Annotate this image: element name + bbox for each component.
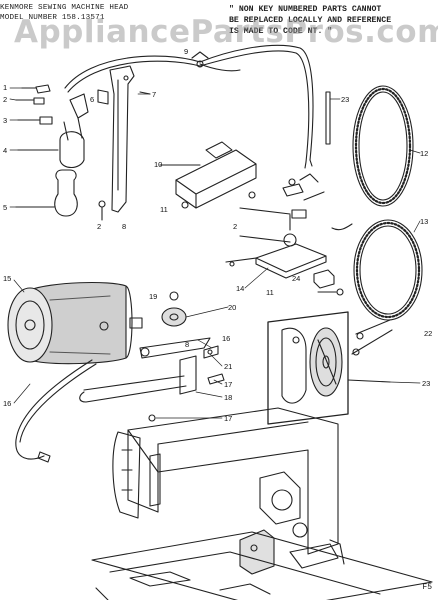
callout-10: 10 bbox=[154, 160, 163, 169]
lamp-socket-parts bbox=[15, 84, 106, 221]
parts-note-line1: " NON KEY NUMBERED PARTS CANNOT bbox=[229, 5, 382, 14]
callout-20: 20 bbox=[228, 303, 237, 312]
callout-2-right: 2 bbox=[233, 222, 238, 231]
belt-12 bbox=[352, 85, 414, 207]
speed-control-plate bbox=[225, 214, 353, 279]
light-bracket bbox=[97, 65, 151, 213]
callout-19: 19 bbox=[149, 292, 158, 301]
callout-7: 7 bbox=[152, 90, 157, 99]
rod-23 bbox=[325, 91, 331, 145]
callout-4: 4 bbox=[3, 146, 8, 155]
callout-16-upper: 16 bbox=[222, 334, 231, 343]
callout-15: 15 bbox=[3, 274, 12, 283]
motor-bracket bbox=[79, 337, 225, 422]
handwheel-assembly bbox=[267, 311, 393, 425]
callout-11-lower: 11 bbox=[266, 288, 274, 297]
parts-note: " NON KEY NUMBERED PARTS CANNOT BE REPLA… bbox=[229, 4, 438, 37]
model-header-number: MODEL NUMBER 158.13571 bbox=[0, 14, 105, 22]
terminal-parts bbox=[239, 173, 325, 219]
callout-13: 13 bbox=[420, 217, 429, 226]
callout-22: 22 bbox=[424, 329, 433, 338]
light-switch bbox=[159, 141, 257, 209]
callout-11-upper: 11 bbox=[160, 205, 168, 214]
belt-13 bbox=[353, 219, 423, 321]
callout-21: 21 bbox=[224, 362, 233, 371]
callout-12: 12 bbox=[420, 149, 429, 158]
watermark-text: AppliancePartsPros.com bbox=[14, 14, 438, 50]
motor-pulley bbox=[161, 291, 187, 327]
callout-8-lower: 8 bbox=[185, 340, 190, 349]
machine-bed bbox=[91, 531, 433, 600]
part-24-block bbox=[313, 269, 344, 296]
callout-14: 14 bbox=[236, 284, 245, 293]
machine-head-casting bbox=[112, 407, 345, 575]
callout-9: 9 bbox=[184, 47, 189, 56]
callout-16-lower: 16 bbox=[3, 399, 12, 408]
callout-3: 3 bbox=[3, 116, 8, 125]
callout-2-middle: 2 bbox=[97, 222, 102, 231]
callout-8: 8 bbox=[122, 222, 127, 231]
power-cord bbox=[15, 359, 97, 463]
callout-23-lower: 23 bbox=[422, 379, 431, 388]
callout-24: 24 bbox=[292, 274, 301, 283]
model-header-title: KENMORE SEWING MACHINE HEAD bbox=[0, 4, 129, 12]
wiring-harness bbox=[64, 44, 314, 169]
callout-17-upper: 17 bbox=[224, 380, 233, 389]
callout-23-upper: 23 bbox=[341, 95, 350, 104]
callout-18: 18 bbox=[224, 393, 233, 402]
motor bbox=[7, 281, 143, 365]
callout-17-lower: 17 bbox=[224, 414, 233, 423]
callout-2: 2 bbox=[3, 95, 8, 104]
callout-5: 5 bbox=[3, 203, 8, 212]
page-identifier: F5 bbox=[422, 583, 432, 592]
parts-note-line3: IS MADE TO CODE NT. " bbox=[229, 27, 333, 36]
parts-note-line2: BE REPLACED LOCALLY AND REFERENCE bbox=[229, 16, 392, 25]
callout-1: 1 bbox=[3, 83, 8, 92]
callout-6: 6 bbox=[90, 95, 95, 104]
callout-leaders bbox=[9, 87, 421, 419]
